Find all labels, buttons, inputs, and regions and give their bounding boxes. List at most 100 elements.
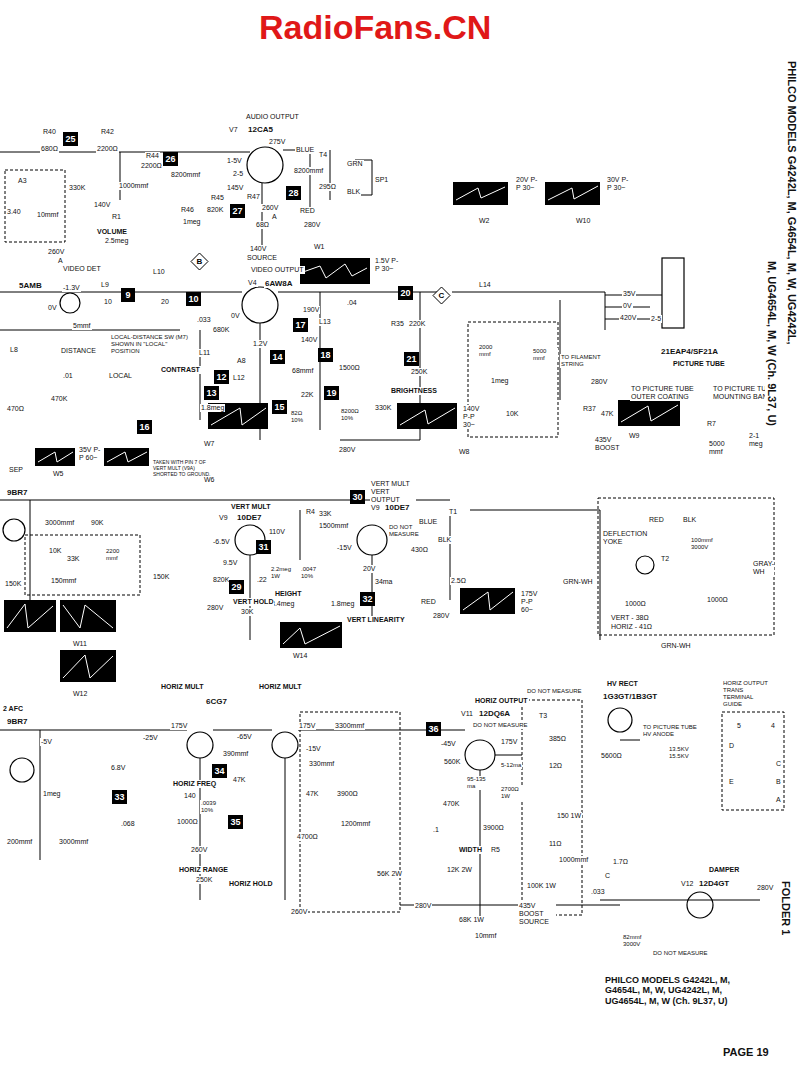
- label-text: HORIZ OUTPUT TRANS TERMINAL GUIDE: [722, 680, 774, 708]
- label-text: BRIGHTNESS: [390, 387, 438, 395]
- label-text: 1500Ω: [338, 364, 361, 372]
- label-text: LOCAL-DISTANCE SW (M7) SHOWN IN "LOCAL" …: [110, 334, 197, 355]
- label-text: W11: [72, 640, 88, 648]
- callout-number: 25: [65, 135, 75, 144]
- callout-number: 15: [274, 403, 284, 412]
- test-point-box: 36: [426, 722, 441, 736]
- label-text: 1.7Ω: [612, 858, 629, 866]
- label-text: 3300mmf: [334, 722, 365, 730]
- label-text: 260V: [190, 846, 208, 854]
- waveform-trace: [7, 186, 678, 678]
- label-text: 2200Ω: [96, 145, 119, 153]
- label-text: 11Ω: [548, 840, 563, 848]
- label-text: 175V: [500, 738, 518, 746]
- label-text: R37: [582, 405, 597, 413]
- rect-shape: [300, 712, 400, 912]
- callout-number: 34: [214, 767, 224, 776]
- label-text: WIDTH: [458, 846, 483, 854]
- test-point-box: 19: [324, 386, 339, 400]
- label-text: 8200Ω 10%: [340, 408, 366, 422]
- label-text: -15V: [336, 544, 353, 552]
- label-text: DEFLECTION YOKE: [602, 530, 638, 546]
- label-text: -65V: [236, 733, 253, 741]
- label-text: A3: [17, 177, 28, 185]
- test-point-box: 18: [318, 348, 333, 362]
- label-text: L9: [100, 281, 110, 289]
- label-text: 280V: [338, 446, 356, 454]
- label-text: VIDEO DET: [62, 265, 102, 273]
- label-text: HV RECT: [606, 680, 639, 688]
- label-text: V7: [228, 126, 239, 134]
- label-text: 680K: [212, 326, 230, 334]
- label-text: 435V BOOST: [594, 436, 624, 452]
- callout-number: 26: [165, 155, 175, 164]
- test-point-box: 35: [228, 815, 243, 829]
- rect-shape: [460, 588, 515, 614]
- label-text: 2.5meg: [104, 237, 129, 245]
- label-text: 30V P-P 30~: [606, 176, 632, 192]
- label-text: 100mmf 3000V: [690, 537, 722, 551]
- label-text: 250K: [195, 876, 213, 884]
- label-text: R44: [145, 152, 160, 160]
- label-text: 20: [160, 298, 170, 306]
- label-text: 2200Ω: [140, 162, 163, 170]
- label-text: W7: [203, 440, 216, 448]
- callout-number: 21: [406, 355, 416, 364]
- label-text: 3000mmf: [58, 838, 89, 846]
- test-point-box: 12: [214, 370, 229, 384]
- label-text: R1: [111, 213, 122, 221]
- test-point-box: 25: [63, 132, 78, 146]
- label-text: -6.5V: [212, 538, 231, 546]
- circle-shape: [608, 708, 632, 732]
- label-text: 1000mmf: [558, 856, 589, 864]
- label-text: 6.8V: [110, 764, 126, 772]
- label-text: 145V: [226, 184, 244, 192]
- label-text: HEIGHT: [274, 590, 302, 598]
- callout-number: 29: [231, 583, 241, 592]
- label-text: 110V: [268, 528, 286, 536]
- label-text: L14: [478, 281, 492, 289]
- label-text: SOURCE: [246, 254, 278, 262]
- circle-shape: [247, 147, 283, 183]
- label-text: CONTRAST: [160, 366, 201, 374]
- label-text: 2700Ω 1W: [500, 786, 524, 800]
- label-text: TO PICTURE TUBE HV ANODE: [642, 724, 700, 738]
- label-text: B: [775, 778, 782, 786]
- label-text: DAMPER: [708, 866, 740, 874]
- label-text: 10mmf: [36, 211, 59, 219]
- label-text: 35V: [622, 290, 636, 298]
- test-point-box: 34: [212, 764, 227, 778]
- label-text: GRAY-WH: [752, 560, 774, 576]
- path-shape: [400, 408, 455, 425]
- label-text: R5: [490, 846, 501, 854]
- path-shape: [107, 452, 147, 462]
- label-text: -25V: [142, 734, 159, 742]
- path-shape: [63, 605, 113, 628]
- label-text: A: [775, 796, 782, 804]
- label-text: 1meg: [490, 377, 510, 385]
- label-text: 1-5V: [226, 157, 243, 165]
- rect-shape: [25, 535, 140, 595]
- rect-shape: [618, 400, 680, 426]
- label-text: 390mmf: [222, 750, 249, 758]
- rect-shape: [545, 182, 600, 205]
- label-text: 420V: [619, 314, 637, 322]
- label-text: 280V: [303, 221, 321, 229]
- dashed-box: [5, 170, 784, 915]
- test-point-box: 16: [137, 420, 152, 434]
- label-text: 35V P-P 60~: [78, 446, 102, 462]
- label-text: BLUE: [295, 146, 315, 154]
- label-text: 1meg: [182, 218, 202, 226]
- label-text: 1000mmf: [118, 182, 149, 190]
- label-text: T3: [538, 712, 548, 720]
- label-text: R7: [706, 420, 717, 428]
- label-text: 5000 mmf: [708, 440, 734, 456]
- label-text: SP1: [374, 176, 389, 184]
- label-text: 12CA5: [247, 125, 274, 134]
- label-text: HORIZ - 41Ω: [610, 623, 653, 631]
- label-text: .04: [346, 299, 358, 307]
- label-text: VERT - 38Ω: [610, 614, 650, 622]
- label-text: 5-12ma: [500, 762, 522, 769]
